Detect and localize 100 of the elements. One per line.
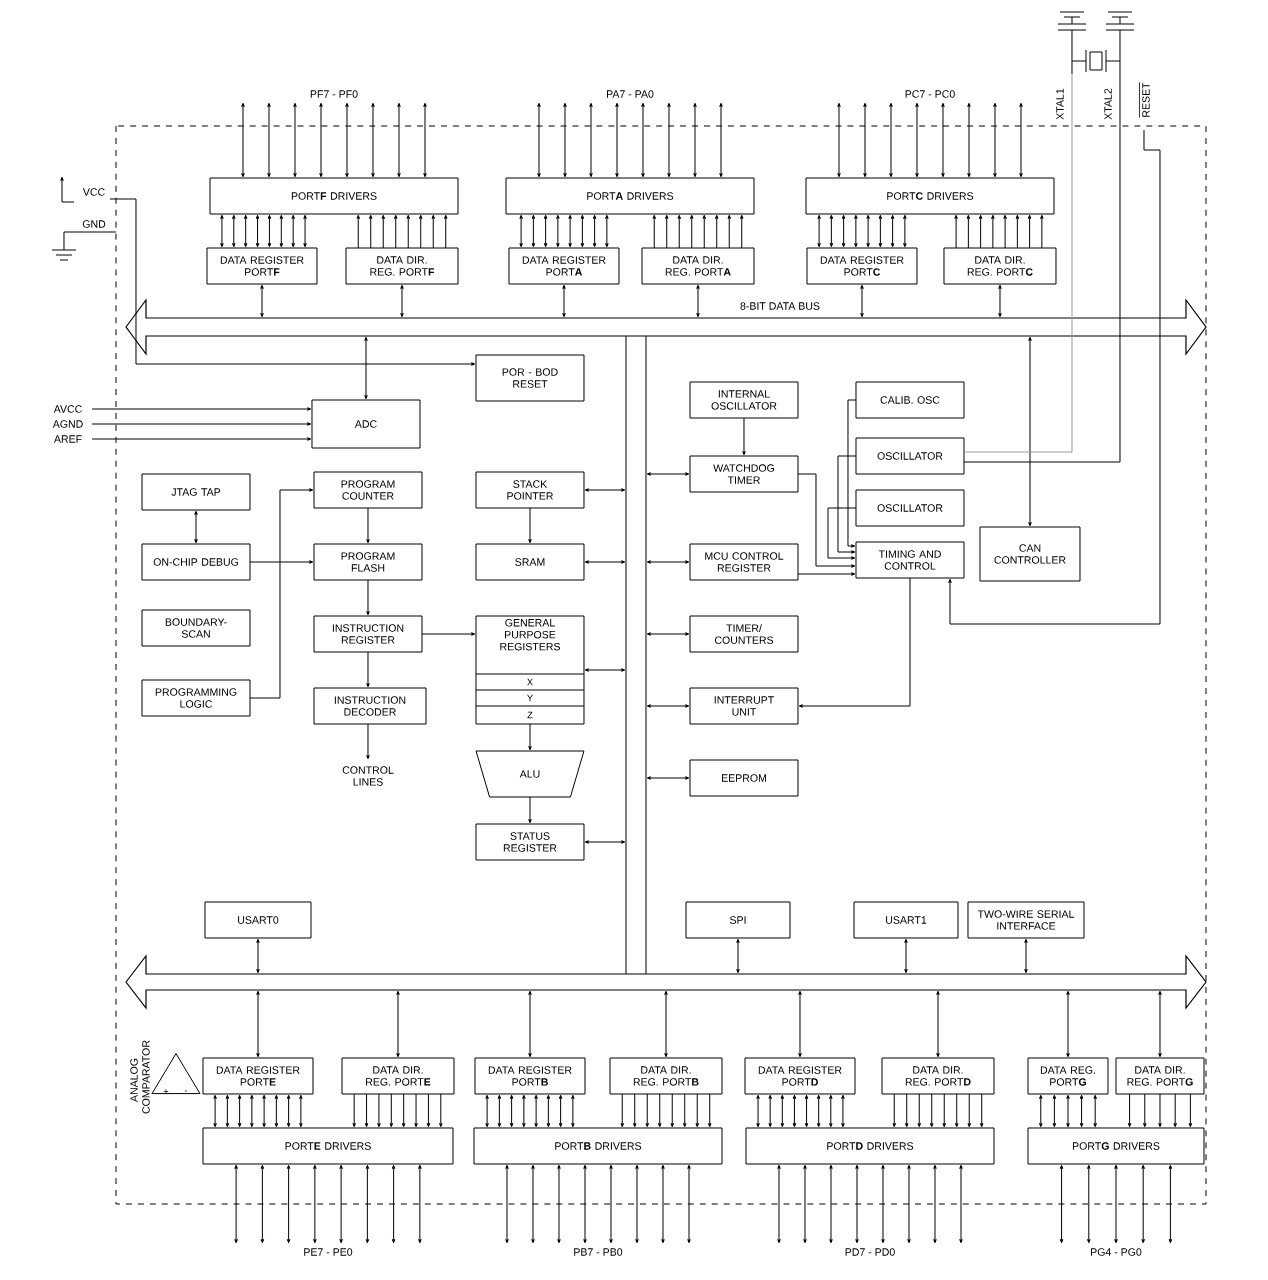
arrow (702, 214, 706, 249)
arrow (262, 1094, 266, 1128)
arrow (605, 214, 609, 248)
arrow (797, 572, 856, 576)
arrow (286, 1094, 291, 1128)
arrow (904, 938, 908, 974)
arrow (664, 990, 668, 1058)
arrow (293, 102, 297, 178)
arrow (1143, 1093, 1147, 1128)
arrow (903, 214, 907, 248)
bus-arrow (125, 954, 1207, 1010)
arrow (905, 1093, 909, 1128)
arrow (267, 102, 271, 178)
arrow (1087, 1164, 1091, 1244)
arrow (827, 507, 857, 560)
arrow (890, 214, 895, 248)
arrow (841, 214, 846, 248)
arrow (319, 102, 323, 178)
arrow (829, 214, 834, 248)
arrow (1188, 1093, 1193, 1128)
arrow (531, 214, 536, 248)
arrow (365, 1164, 370, 1244)
arrow (213, 1094, 217, 1128)
arrow (584, 840, 626, 844)
arrow (531, 1164, 535, 1244)
arrow (537, 102, 541, 178)
arrow (509, 1094, 514, 1128)
arrow (194, 510, 198, 544)
arrow (854, 214, 858, 248)
arrow (299, 1094, 303, 1128)
arrow (534, 1094, 538, 1128)
arrow (804, 1094, 809, 1128)
arrow (677, 214, 681, 249)
arrow (742, 417, 746, 456)
arrow (670, 1093, 674, 1128)
arrow (583, 1164, 587, 1244)
arrow (232, 214, 236, 248)
arrow (798, 577, 911, 708)
arrow (978, 214, 983, 249)
arrow (837, 102, 841, 178)
arrow (352, 1093, 356, 1128)
arrow (400, 284, 404, 318)
arrow (696, 284, 700, 318)
arrow (615, 102, 619, 178)
arrow (620, 1093, 624, 1128)
arrow (917, 1093, 921, 1128)
arrow (942, 1093, 946, 1128)
arrow (505, 1164, 509, 1244)
arrow (401, 1093, 406, 1128)
arrow (423, 102, 427, 178)
arrow (243, 214, 248, 248)
arrow (658, 1093, 662, 1128)
arrow (439, 1093, 443, 1128)
arrow (260, 284, 264, 318)
arrow (1066, 1094, 1070, 1128)
arrow (967, 102, 971, 178)
arrow (892, 1093, 896, 1128)
arrow (645, 1093, 649, 1128)
comparator-triangle (151, 1053, 201, 1095)
arrow (646, 472, 690, 476)
arrow (993, 102, 997, 178)
arrow (708, 1093, 712, 1128)
arrow (256, 938, 260, 974)
arrow (719, 102, 723, 178)
arrow (426, 1093, 431, 1128)
connector-line (963, 73, 1073, 453)
arrow (528, 723, 532, 751)
arrow (756, 1094, 760, 1128)
arrow (528, 796, 532, 824)
arrow (249, 488, 314, 699)
arrow (519, 214, 523, 248)
arrow (389, 1093, 394, 1128)
arrow (855, 1164, 859, 1244)
arrow (998, 284, 1002, 318)
arrow (866, 214, 870, 248)
arrow (1158, 990, 1162, 1058)
arrow (546, 1094, 551, 1128)
arrow (646, 776, 690, 780)
arrow (955, 1093, 959, 1128)
arrow (1052, 1094, 1057, 1128)
arrow (915, 102, 919, 178)
arrow (1173, 1093, 1177, 1128)
arrow (369, 214, 373, 249)
arrow (345, 102, 349, 178)
arrow (364, 336, 368, 400)
crystal-drawing (1057, 11, 1135, 75)
arrow (683, 1093, 687, 1128)
internal-bus-line (645, 335, 647, 975)
arrow (1003, 214, 1007, 249)
arrow (841, 1094, 845, 1128)
arrow (1141, 1164, 1145, 1244)
arrow (646, 704, 690, 708)
arrow (695, 1093, 699, 1128)
arrow (817, 214, 821, 248)
connector-line (963, 73, 1121, 463)
arrow (421, 632, 476, 636)
arrow (829, 1094, 833, 1128)
arrow (1127, 1093, 1132, 1128)
arrow (249, 560, 314, 564)
arrow (366, 651, 370, 688)
